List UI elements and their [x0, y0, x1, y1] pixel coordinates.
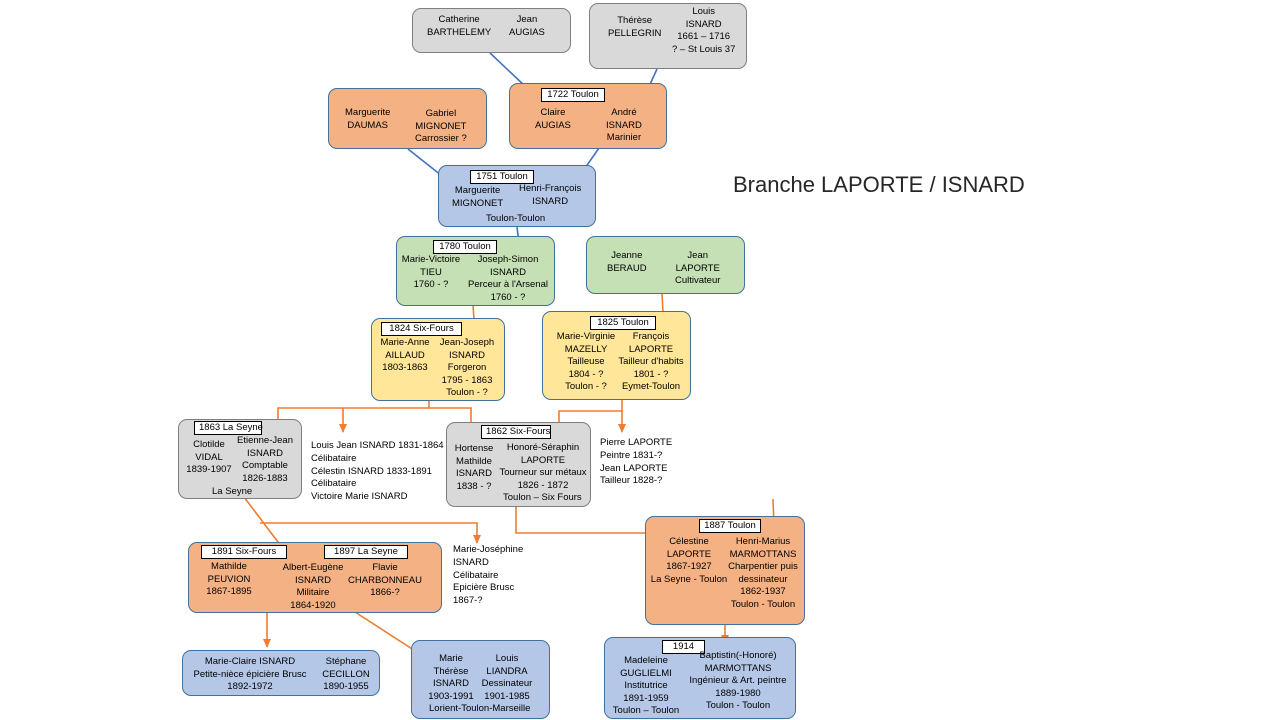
marriage-tag: 1863 La Seyne — [194, 421, 263, 435]
marriage-place: Toulon-Toulon — [486, 213, 546, 224]
marriage-tag-second: 1897 La Seyne — [324, 545, 408, 559]
marriage-tag: 1824 Six-Fours — [381, 322, 462, 336]
marriage-place: Toulon – Six Fours — [503, 492, 582, 503]
marriage-tag: 1722 Toulon — [541, 88, 605, 102]
marriage-place: Lorient-Toulon-Marseille — [429, 703, 531, 714]
marriage-tag: 1780 Toulon — [433, 240, 497, 254]
marriage-tag: 1751 Toulon — [470, 170, 534, 184]
marriage-tag: 1862 Six-Fours — [481, 425, 551, 439]
marriage-tag-first: 1891 Six-Fours — [201, 545, 287, 559]
marriage-tag: 1825 Toulon — [590, 316, 656, 330]
diagram-title: Branche LAPORTE / ISNARD — [733, 172, 1025, 197]
marriage-tag: 1887 Toulon — [699, 519, 761, 533]
marriage-place: La Seyne — [212, 486, 253, 497]
marriage-tag: 1914 — [662, 640, 705, 654]
